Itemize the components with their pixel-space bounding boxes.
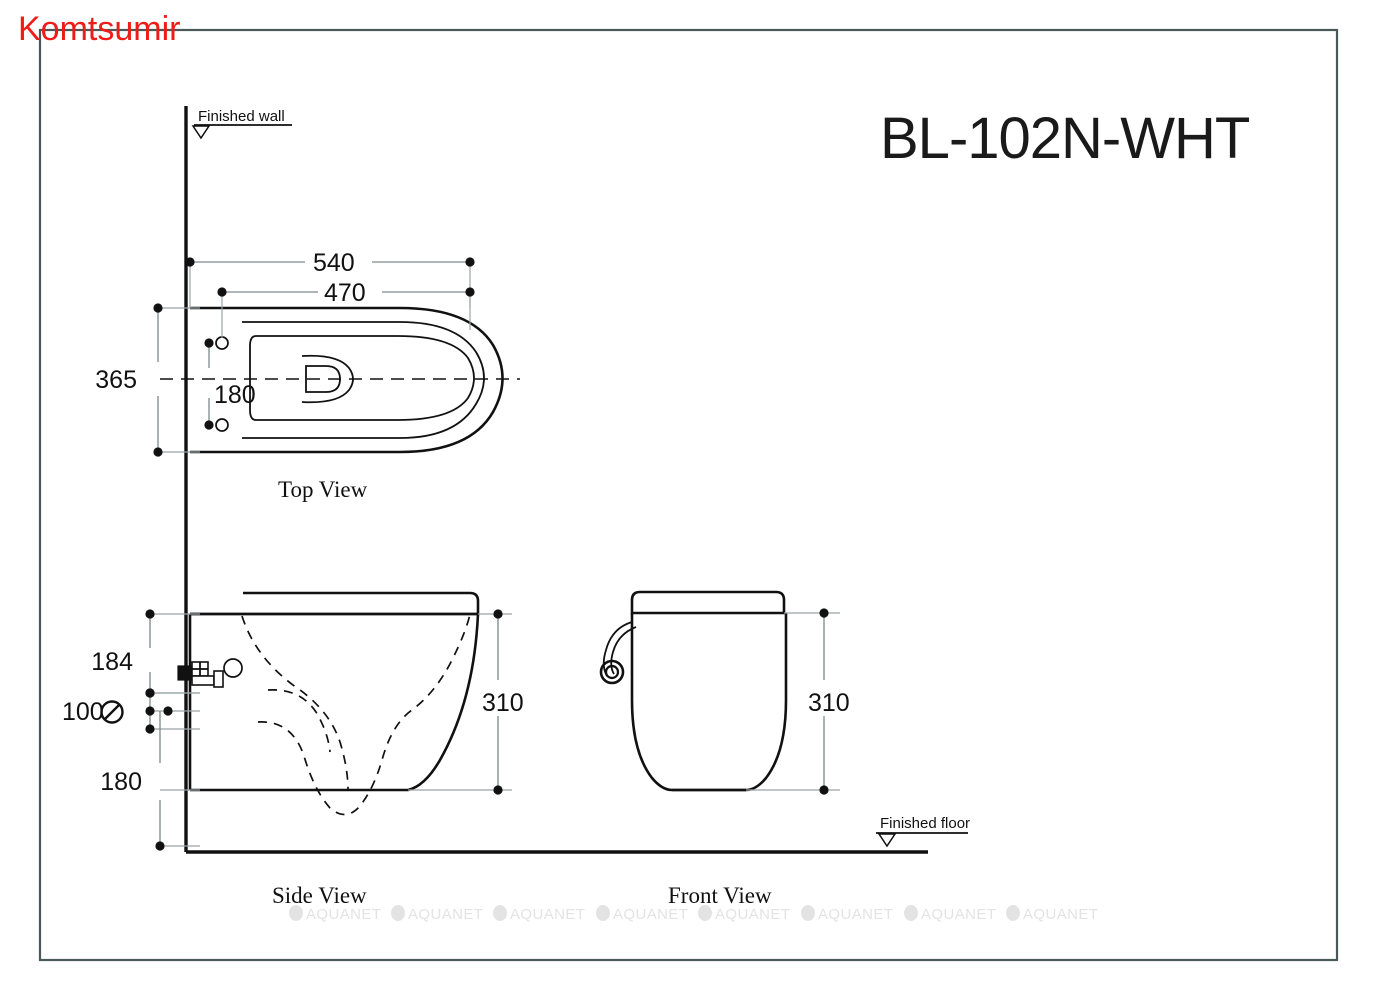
dim-label-470: 470 bbox=[324, 279, 366, 307]
dim-100-tick-top bbox=[145, 688, 155, 698]
dim-310-front-tick-bottom bbox=[819, 785, 829, 795]
front-view-hose-inner bbox=[610, 626, 637, 675]
aquanet-watermark-label: AQUANET bbox=[818, 906, 893, 923]
side-view-inlet-body-icon bbox=[191, 675, 215, 686]
diameter-symbol-icon bbox=[100, 700, 124, 724]
aquanet-watermark-label: AQUANET bbox=[510, 906, 585, 923]
aquanet-watermark-label: AQUANET bbox=[306, 906, 381, 923]
dim-365-tick-top bbox=[153, 303, 163, 313]
aquanet-watermark: AQUANET bbox=[1006, 905, 1098, 923]
dim-184-tick-top bbox=[145, 609, 155, 619]
finished-wall-triangle-icon bbox=[191, 125, 211, 140]
dim-label-100: 100 bbox=[62, 698, 104, 726]
brand-watermark: Komtsumir bbox=[18, 10, 180, 48]
dim-470-tick-right bbox=[465, 287, 475, 297]
top-view-seat-outline bbox=[249, 335, 475, 421]
aquanet-watermark-label: AQUANET bbox=[921, 906, 996, 923]
sheet-border bbox=[38, 28, 1339, 962]
aquanet-watermark-label: AQUANET bbox=[613, 906, 688, 923]
front-view-hose-connector-icon bbox=[599, 659, 625, 685]
dim-310-side-tick-bottom bbox=[493, 785, 503, 795]
diameter-symbol-slash bbox=[103, 703, 121, 721]
front-view-seat-outline bbox=[630, 590, 786, 615]
aquanet-watermark: AQUANET bbox=[698, 905, 790, 923]
dim-label-180-side: 180 bbox=[100, 768, 142, 796]
dim-100-tick-bottom bbox=[145, 724, 155, 734]
side-view-seat-outline bbox=[190, 591, 480, 616]
dim-label-310-side: 310 bbox=[482, 689, 524, 717]
side-view-bolt-hole-icon bbox=[223, 658, 243, 678]
front-view-bowl-outline bbox=[630, 613, 788, 792]
dim-310-side-tick-top bbox=[493, 609, 503, 619]
dim-180-side-tick-bottom bbox=[155, 841, 165, 851]
dim-540-tick-right bbox=[465, 257, 475, 267]
dim-540-tick-left bbox=[185, 257, 195, 267]
finished-floor-triangle-icon bbox=[877, 833, 897, 848]
view-label-side: Side View bbox=[272, 883, 367, 908]
side-view-bowl-profile bbox=[190, 613, 480, 792]
aquanet-watermark: AQUANET bbox=[289, 905, 381, 923]
dim-label-180-top: 180 bbox=[214, 381, 256, 409]
aquanet-watermark: AQUANET bbox=[904, 905, 996, 923]
dim-100-tick-mid2 bbox=[163, 706, 173, 716]
dim-365-tick-bottom bbox=[153, 447, 163, 457]
aquanet-watermark-label: AQUANET bbox=[715, 906, 790, 923]
dim-label-310-front: 310 bbox=[808, 689, 850, 717]
top-view-outlet-d-icon bbox=[305, 365, 341, 393]
aquanet-watermark: AQUANET bbox=[596, 905, 688, 923]
side-view-hidden-trap-upper bbox=[241, 615, 349, 791]
front-view-group: 310 Front View bbox=[599, 590, 850, 908]
aquanet-watermark: AQUANET bbox=[391, 905, 483, 923]
side-view-inlet-block-icon bbox=[177, 665, 193, 681]
top-view-bowl-outline bbox=[190, 306, 504, 454]
aquanet-watermark-row: AQUANET AQUANET AQUANET AQUANET AQUANET … bbox=[289, 905, 1098, 923]
dim-100-tick-mid bbox=[145, 706, 155, 716]
aquanet-watermark: AQUANET bbox=[493, 905, 585, 923]
view-label-front: Front View bbox=[668, 883, 772, 908]
dim-310-front-tick-top bbox=[819, 608, 829, 618]
top-view-mounting-hole-lower-icon bbox=[215, 418, 229, 432]
front-view-hose-outer bbox=[602, 621, 633, 677]
view-label-top: Top View bbox=[278, 477, 368, 502]
dim-label-184: 184 bbox=[91, 648, 133, 676]
front-view-hose-connector-inner-icon bbox=[604, 664, 620, 680]
finished-floor-label: Finished floor bbox=[880, 815, 970, 832]
top-view-mounting-hole-upper-icon bbox=[215, 336, 229, 350]
top-view-rim-outline bbox=[242, 321, 485, 439]
dim-470-tick-left bbox=[217, 287, 227, 297]
side-view-hidden-trap-mid bbox=[267, 689, 331, 753]
aquanet-watermark-label: AQUANET bbox=[1023, 906, 1098, 923]
dim-label-540: 540 bbox=[313, 249, 355, 277]
dim-180-top-tick-bottom bbox=[204, 420, 214, 430]
top-view-group: 540 470 365 180 Top View bbox=[95, 249, 520, 502]
side-view-inlet-cap-icon bbox=[213, 670, 224, 688]
aquanet-watermark: AQUANET bbox=[801, 905, 893, 923]
page-title: BL-102N-WHT bbox=[880, 106, 1250, 171]
top-view-outlet-arc-icon bbox=[301, 354, 354, 404]
aquanet-watermark-label: AQUANET bbox=[408, 906, 483, 923]
dim-label-365: 365 bbox=[95, 366, 137, 394]
side-view-hidden-trap-lower bbox=[257, 613, 471, 816]
side-view-group: 184 100 180 bbox=[62, 591, 524, 908]
dim-180-top-tick-top bbox=[204, 338, 214, 348]
finished-wall-label: Finished wall bbox=[198, 108, 285, 125]
